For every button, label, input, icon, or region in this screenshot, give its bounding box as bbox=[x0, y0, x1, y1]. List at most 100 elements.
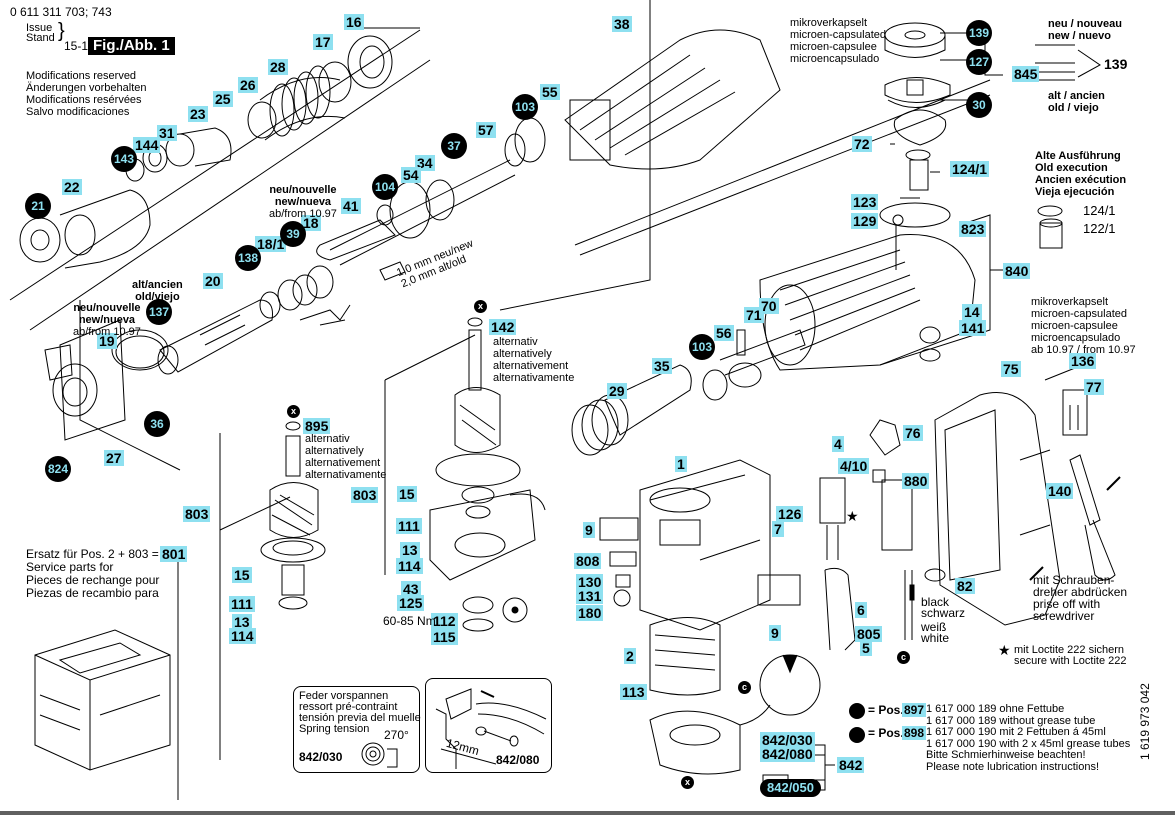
document-number: 1 619 973 042 bbox=[1138, 683, 1152, 760]
alternative-note-142: alternativ alternatively alternativement… bbox=[493, 336, 574, 384]
note-line: alternativement bbox=[493, 360, 569, 372]
note-line: microen-capsulee bbox=[790, 41, 877, 53]
grease-dot-icon bbox=[849, 727, 865, 743]
loctite-note: mit Loctite 222 sichern secure with Loct… bbox=[1014, 645, 1127, 667]
note-line: microencapsulado bbox=[1031, 332, 1121, 344]
callout-21: 21 bbox=[25, 193, 51, 219]
note-line: Pieces de rechange pour bbox=[26, 573, 160, 587]
mod-line: Änderungen vorbehalten bbox=[26, 82, 147, 94]
callout-123: 123 bbox=[851, 194, 879, 210]
mod-line: Modifications reserved bbox=[26, 70, 137, 82]
note-line: alternatively bbox=[493, 348, 552, 360]
callout-138: 138 bbox=[235, 245, 261, 271]
note-line: ab/from 10.97 bbox=[73, 326, 141, 338]
issue-label-de: Stand bbox=[26, 32, 55, 44]
switch-cable-drawing bbox=[819, 419, 946, 651]
callout-127: 127 bbox=[966, 49, 992, 75]
callout-26: 26 bbox=[238, 77, 258, 93]
wire-color-white: weiß white bbox=[921, 620, 949, 644]
callout-71: 71 bbox=[744, 307, 764, 323]
callout-131: 131 bbox=[576, 588, 604, 604]
x-marker-icon: x bbox=[287, 405, 300, 418]
note-line: Spring tension bbox=[299, 723, 370, 735]
c-marker-icon: c bbox=[738, 681, 751, 694]
callout-18-1: 18/1 bbox=[255, 236, 287, 252]
handle-drawing bbox=[934, 367, 1121, 626]
callout-142: 142 bbox=[489, 319, 517, 335]
new-version-note: neu / nouveau new / nuevo bbox=[1048, 18, 1122, 42]
callout-140: 140 bbox=[1046, 483, 1074, 499]
callout-72: 72 bbox=[852, 136, 872, 152]
note-line: ressort pré-contraint bbox=[299, 701, 398, 713]
callout-76: 76 bbox=[903, 425, 923, 441]
callout-29: 29 bbox=[607, 383, 627, 399]
callout-103-top: 103 bbox=[512, 94, 538, 120]
microencapsulated-note-top: mikroverkapselt microen-capsulated micro… bbox=[790, 17, 886, 65]
callout-6: 6 bbox=[855, 602, 867, 618]
callout-31: 31 bbox=[157, 125, 177, 141]
callout-19: 19 bbox=[97, 333, 117, 349]
note-line: neu/nouvelle bbox=[269, 184, 337, 196]
spring-tension-inset: Feder vorspannen ressort pré-contraint t… bbox=[293, 686, 421, 773]
torque-note: 60-85 Nm bbox=[383, 614, 436, 628]
note-line: alt / ancien bbox=[1048, 90, 1105, 102]
callout-77: 77 bbox=[1084, 379, 1104, 395]
x-marker-icon: x bbox=[681, 776, 694, 789]
note-line: Piezas de recambio para bbox=[26, 586, 159, 600]
mod-line: Modifications resérvées bbox=[26, 94, 142, 106]
callout-824: 824 bbox=[45, 456, 71, 482]
note-line: Service parts for bbox=[26, 560, 114, 574]
callout-9-left: 9 bbox=[583, 522, 595, 538]
callout-14: 14 bbox=[962, 304, 982, 320]
figure-label: Fig./Abb. 1 bbox=[88, 37, 175, 55]
note-line: microen-capsulee bbox=[1031, 320, 1118, 332]
pliers-drawing bbox=[435, 688, 547, 769]
note-line: Feder vorspannen bbox=[299, 690, 389, 702]
note-line: alternativ bbox=[493, 336, 538, 348]
callout-115: 115 bbox=[431, 629, 458, 645]
callout-15-left: 15 bbox=[232, 567, 252, 583]
callout-114-left: 114 bbox=[229, 628, 256, 644]
callout-842-030: 842/030 bbox=[760, 732, 815, 748]
callout-54: 54 bbox=[401, 167, 421, 183]
note-line: 1 617 000 189 ohne Fettube bbox=[926, 703, 1065, 715]
service-part-801-drawing bbox=[34, 629, 171, 771]
note-line: neu/nouvelle bbox=[73, 302, 141, 314]
callout-845: 845 bbox=[1012, 66, 1040, 82]
callout-880: 880 bbox=[902, 473, 930, 489]
issue-label-en: Issue bbox=[26, 22, 53, 34]
callout-13-left: 13 bbox=[232, 614, 252, 630]
callout-37: 37 bbox=[441, 133, 467, 159]
old-exec-124-1: 124/1 bbox=[1083, 203, 1116, 218]
pos-label-898: = Pos. bbox=[868, 726, 904, 740]
spring-tension-note: Feder vorspannen ressort pré-contraint t… bbox=[299, 691, 421, 735]
callout-143: 143 bbox=[111, 146, 137, 172]
note-line: alt/ancien bbox=[132, 279, 183, 291]
callout-41: 41 bbox=[341, 198, 361, 214]
callout-803-mid: 803 bbox=[351, 487, 379, 503]
callout-111-mid: 111 bbox=[396, 518, 422, 534]
callout-180: 180 bbox=[576, 605, 604, 621]
callout-23: 23 bbox=[188, 106, 208, 122]
callout-30: 30 bbox=[966, 92, 992, 118]
callout-36: 36 bbox=[144, 411, 170, 437]
spring-angle: 270° bbox=[384, 728, 409, 742]
callout-113: 113 bbox=[620, 684, 647, 700]
note-line: ab/from 10.97 bbox=[269, 208, 337, 220]
armature-middle-drawing bbox=[384, 0, 651, 632]
note-line: Ersatz für Pos. 2 + 803 = bbox=[26, 547, 159, 561]
callout-22: 22 bbox=[62, 179, 82, 195]
bottom-border bbox=[0, 811, 1175, 815]
note-line: tensión previa del muelle bbox=[299, 712, 421, 724]
callout-2: 2 bbox=[624, 648, 636, 664]
callout-25: 25 bbox=[213, 91, 233, 107]
note-line: weiß bbox=[921, 620, 947, 634]
callout-842-080: 842/080 bbox=[760, 746, 815, 762]
note-line: alternativamente bbox=[305, 469, 387, 481]
new-version-note-41: neu/nouvelle new/nueva ab/from 10.97 bbox=[269, 184, 337, 220]
callout-895: 895 bbox=[303, 418, 331, 434]
callout-805: 805 bbox=[855, 626, 883, 642]
pos-label-897: = Pos. bbox=[868, 703, 904, 717]
x-marker-icon: x bbox=[474, 300, 487, 313]
